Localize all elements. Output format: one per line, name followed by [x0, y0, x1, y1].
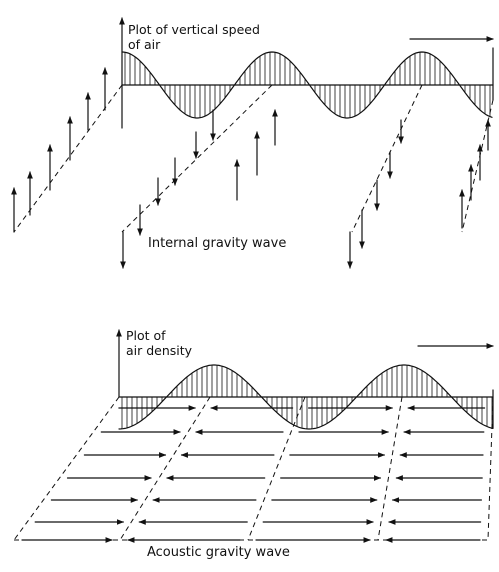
bottom-wavefront-line	[13, 396, 120, 541]
top-speed-hatching	[124, 52, 491, 118]
bottom-wavefront-line	[247, 396, 306, 541]
top-axis-label-line2: of air	[128, 37, 161, 52]
bottom-density-curve	[118, 364, 494, 430]
top-air-motion-arrows	[11, 67, 491, 269]
top-wavefront-line	[351, 84, 423, 233]
top-wavefront-lines	[13, 84, 494, 233]
top-caption: Internal gravity wave	[148, 236, 286, 251]
bottom-density-hatching	[121, 365, 493, 429]
top-speed-curve	[121, 51, 493, 119]
bottom-wavefront-grid	[13, 396, 494, 541]
bottom-wavefront-line	[487, 396, 494, 541]
bottom-wavefront-line	[377, 396, 403, 541]
top-axis-label-line1: Plot of vertical speed	[128, 22, 260, 37]
bottom-wavefront-line	[119, 396, 211, 541]
bottom-caption: Acoustic gravity wave	[147, 545, 290, 560]
acoustic-wave-panel: Plot of air density Acoustic gravity wav…	[13, 328, 494, 560]
bottom-axis-label-line1: Plot of	[126, 328, 166, 343]
internal-wave-panel: Plot of vertical speed of air Internal g…	[11, 17, 494, 269]
top-wavefront-line	[121, 84, 273, 233]
bottom-axis-label-line2: air density	[126, 343, 193, 358]
bottom-air-motion-arrows	[21, 405, 486, 543]
top-wavefront-line	[13, 84, 123, 233]
